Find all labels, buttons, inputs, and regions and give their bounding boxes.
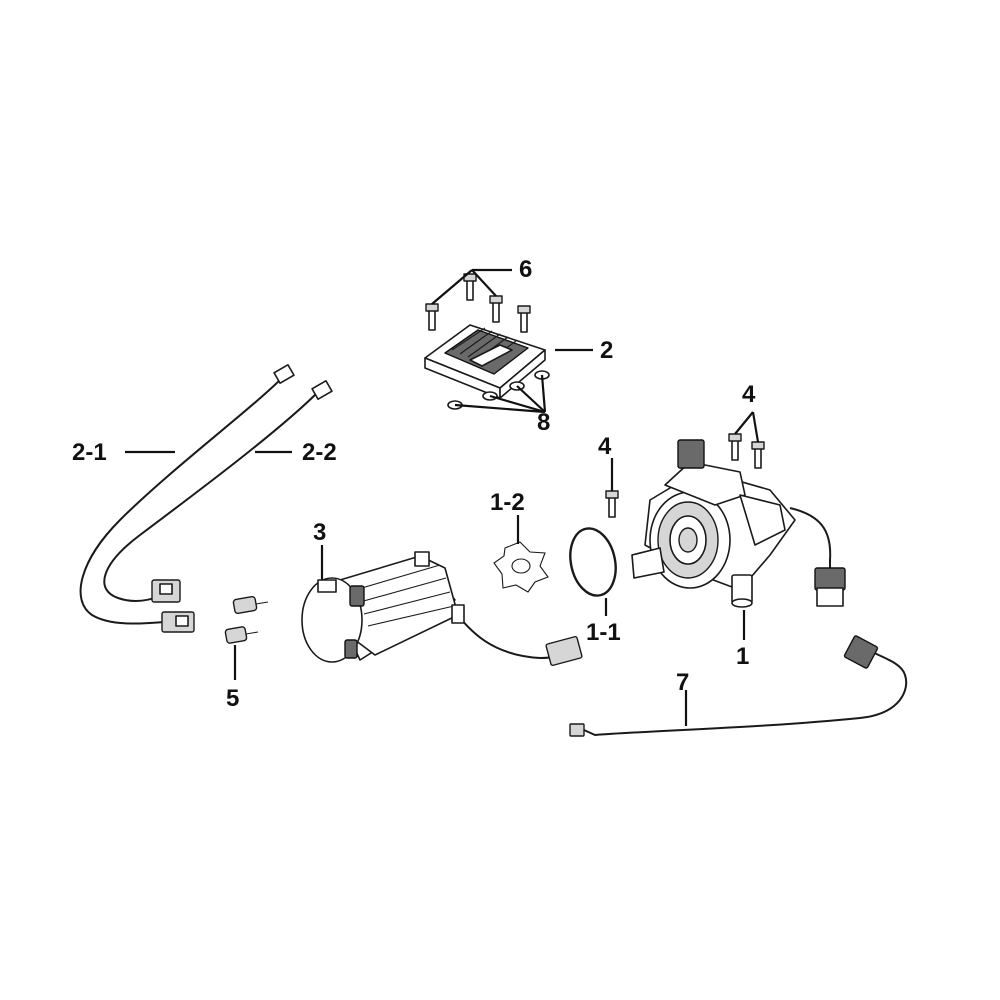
sensor-wire-7 [569,635,908,737]
label-1: 1 [736,643,749,670]
control-module-2 [424,324,546,399]
bolts-4-upper [728,433,765,469]
label-5: 5 [226,685,239,712]
leader-lines [125,268,760,726]
bolt-4-lower [605,490,619,518]
label-4-upper: 4 [742,381,756,408]
wire-harness-2-2 [103,380,333,603]
coupler-1-2 [493,541,549,593]
label-1-1: 1-1 [586,619,621,646]
steering-gearbox-1 [631,439,846,608]
callout-labels: 6 2 8 4 4 2-1 2-2 3 1-2 1-1 1 5 7 [72,256,756,712]
label-6: 6 [519,256,532,283]
label-2: 2 [600,337,613,364]
wire-harness-2-1 [79,364,295,633]
label-1-2: 1-2 [490,489,525,516]
mounting-bolts-6 [425,273,531,333]
o-ring-1-1 [569,527,617,597]
electric-motor-3 [301,551,583,667]
bolts-5 [224,595,269,644]
label-4-lower: 4 [598,433,612,460]
label-2-1: 2-1 [72,439,107,466]
label-3: 3 [313,519,326,546]
label-8: 8 [537,409,550,436]
label-7: 7 [676,669,689,696]
label-2-2: 2-2 [302,439,337,466]
